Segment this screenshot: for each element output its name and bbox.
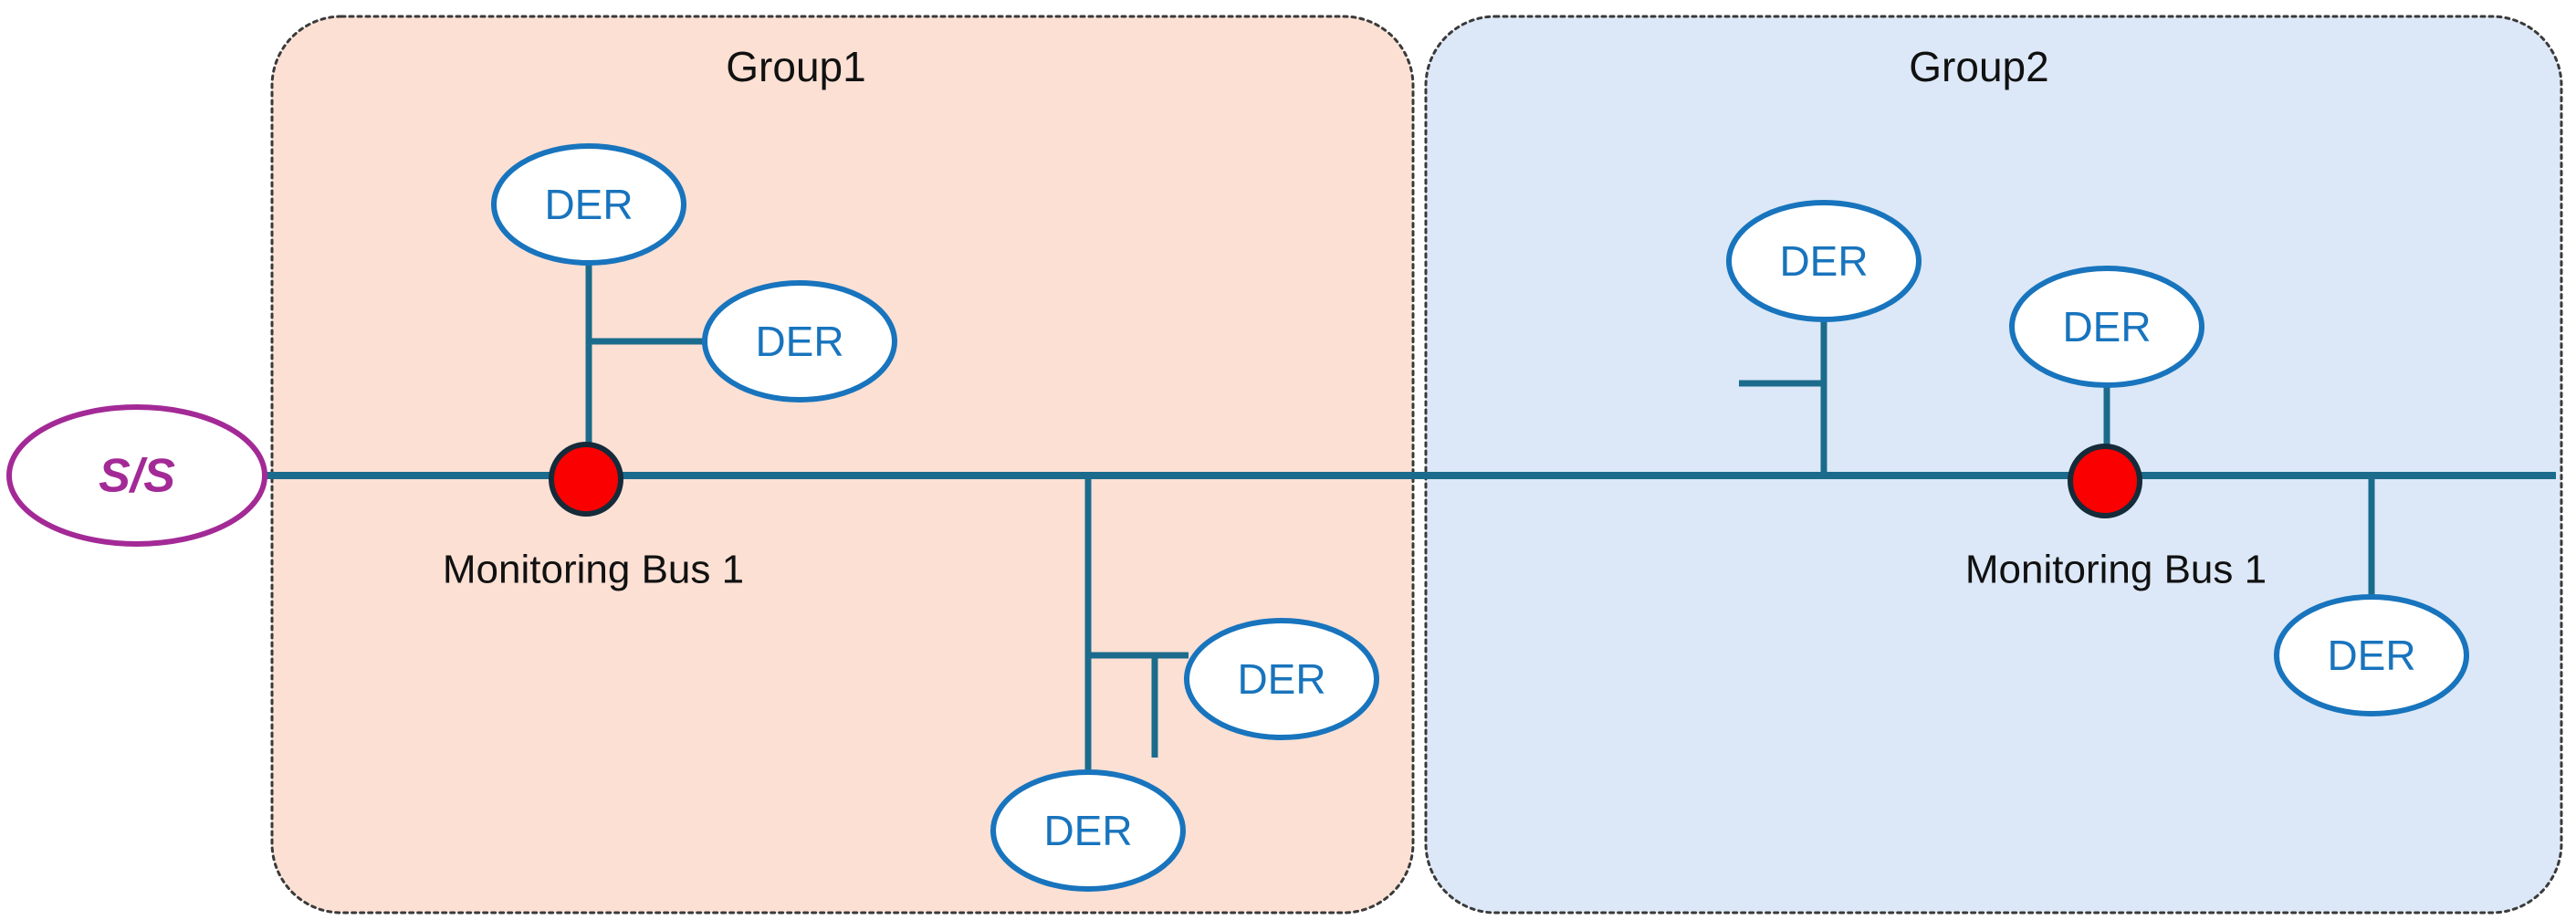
der-label: DER: [544, 181, 633, 228]
der-label: DER: [755, 318, 843, 365]
der-node[interactable]: DER: [1184, 618, 1379, 740]
der-ellipse: [491, 143, 686, 266]
der-label: DER: [1779, 237, 1868, 285]
group2-title: Group2: [1909, 43, 2048, 90]
der-node[interactable]: DER: [702, 280, 897, 402]
monitoring-bus-marker: [2068, 444, 2142, 518]
monitoring-bus-marker: [549, 442, 623, 517]
der-node[interactable]: DER: [2274, 594, 2469, 716]
monitoring-bus-node[interactable]: [549, 442, 623, 517]
group1-der-nodes: DER DER DER DER: [491, 143, 1379, 892]
der-ellipse: [702, 280, 897, 402]
monitoring-bus-nodes: Monitoring Bus 1 Monitoring Bus 1: [443, 442, 2267, 592]
group1-title: Group1: [726, 43, 865, 90]
der-ellipse: [1184, 618, 1379, 740]
substation-node[interactable]: S/S: [6, 404, 267, 547]
der-node[interactable]: DER: [990, 769, 1186, 892]
substation-label: S/S: [99, 450, 175, 503]
der-node[interactable]: DER: [2009, 266, 2204, 388]
der-node[interactable]: DER: [1726, 200, 1922, 322]
group2-panel[interactable]: [1424, 15, 2563, 915]
substation-ellipse: [6, 404, 267, 547]
der-label: DER: [2062, 303, 2151, 350]
der-ellipse: [2274, 594, 2469, 716]
der-node[interactable]: DER: [491, 143, 686, 266]
monitoring-bus-node[interactable]: [2068, 444, 2142, 518]
der-ellipse: [2009, 266, 2204, 388]
monitoring-bus-label: Monitoring Bus 1: [1965, 548, 2267, 592]
der-label: DER: [1237, 655, 1325, 703]
der-label: DER: [2327, 632, 2415, 679]
group2-der-nodes: DER DER DER: [1726, 200, 2469, 716]
monitoring-bus-label: Monitoring Bus 1: [443, 548, 744, 592]
der-ellipse: [1726, 200, 1922, 322]
der-ellipse: [990, 769, 1186, 892]
der-label: DER: [1043, 807, 1132, 854]
group1-panel[interactable]: [270, 15, 1415, 915]
